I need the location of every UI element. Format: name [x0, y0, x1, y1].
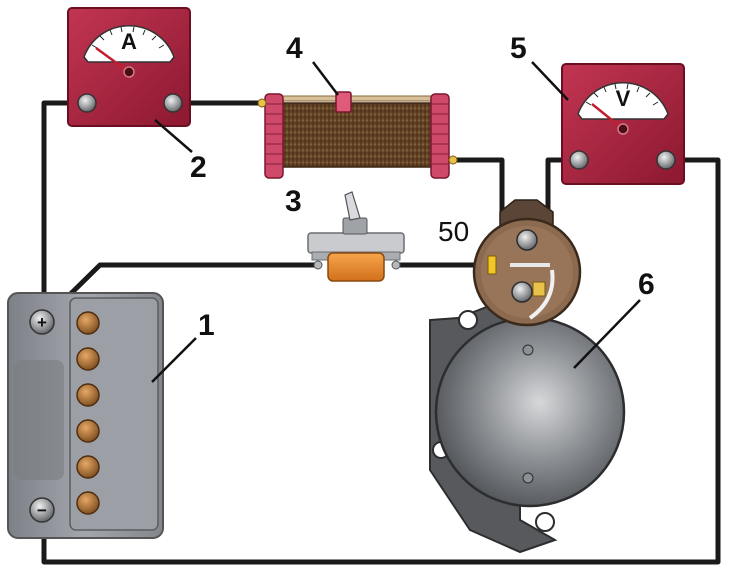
terminal-nut	[29, 497, 55, 523]
flange-bolt-hole	[458, 310, 478, 330]
terminal-nut	[29, 309, 55, 335]
ammeter-letter: A	[121, 29, 137, 54]
end-cover-screw	[522, 472, 534, 484]
voltmeter: V	[531, 61, 685, 185]
battery-cell-cap	[76, 383, 100, 407]
voltmeter-terminal-left	[569, 150, 589, 170]
rheostat-slider	[335, 91, 352, 113]
terminal-nut	[163, 93, 183, 113]
ammeter-terminal-left	[77, 93, 97, 113]
rheostat	[257, 61, 458, 179]
callout-ammeter: 2	[190, 151, 207, 184]
battery: + −	[7, 292, 197, 539]
switch-body	[327, 252, 385, 282]
solenoid-main-terminal-top	[516, 229, 538, 251]
voltmeter-terminal-right	[656, 150, 676, 170]
battery-cell-cap	[76, 419, 100, 443]
end-cover-screw	[522, 344, 534, 356]
callout-switch: 3	[285, 185, 302, 218]
rheostat-coil	[281, 102, 433, 168]
battery-side-panel	[14, 360, 64, 480]
switch-lever	[344, 191, 361, 221]
terminal-nut	[656, 150, 676, 170]
switch-bushing	[342, 217, 368, 235]
leader-line-battery	[151, 337, 197, 383]
leader-line-rheostat	[312, 61, 339, 96]
rheostat-end-cap-left	[264, 93, 284, 179]
terminal-nut	[77, 93, 97, 113]
voltmeter-scale-ticks	[585, 83, 659, 106]
starter-motor	[429, 199, 641, 554]
rheostat-slide-rail	[267, 95, 447, 102]
callout-battery: 1	[198, 309, 215, 342]
battery-positive-terminal: +	[29, 309, 55, 335]
ammeter: A	[67, 7, 193, 153]
wire-voltmeter-to-ground	[41, 157, 721, 565]
battery-negative-terminal: −	[29, 497, 55, 523]
terminal-nut	[569, 150, 589, 170]
rheostat-terminal-left	[257, 98, 267, 108]
ammeter-needle	[95, 46, 130, 74]
switch-screw-left	[313, 260, 323, 270]
solenoid	[472, 199, 582, 327]
rheostat-terminal-right	[448, 155, 458, 165]
leader-line-voltmeter	[531, 61, 569, 101]
rheostat-end-cap-ribs	[265, 103, 449, 165]
switch-screw-right	[391, 260, 401, 270]
battery-cell-cap	[76, 347, 100, 371]
callout-voltmeter: 5	[510, 32, 527, 65]
battery-cell-caps	[76, 311, 100, 515]
ammeter-dial-face	[83, 25, 175, 63]
leader-line-ammeter	[154, 119, 193, 153]
battery-cell-cap	[76, 311, 100, 335]
voltmeter-letter: V	[616, 86, 631, 111]
battery-negative-symbol: −	[37, 501, 47, 520]
battery-cell-cap	[76, 491, 100, 515]
switch-mount-plate	[307, 232, 405, 254]
solenoid-brass-connector	[532, 281, 546, 297]
callout-terminal-50: 50	[438, 216, 469, 247]
ammeter-scale-ticks	[91, 26, 165, 49]
battery-positive-symbol: +	[37, 313, 47, 332]
terminal-50-tab	[487, 255, 497, 275]
solenoid-main-terminal-bottom	[511, 281, 533, 303]
callout-rheostat: 4	[286, 32, 303, 65]
battery-cell-cap	[76, 455, 100, 479]
callout-starter: 6	[638, 268, 655, 301]
voltmeter-needle	[591, 103, 624, 130]
toggle-switch	[307, 191, 405, 282]
leader-line-starter	[573, 299, 641, 369]
flange-bolt-hole	[535, 512, 555, 532]
ammeter-needle-pivot	[123, 66, 135, 78]
voltmeter-needle-pivot	[617, 123, 629, 135]
rheostat-end-cap-right	[430, 93, 450, 179]
ammeter-terminal-right	[163, 93, 183, 113]
solenoid-field-lead	[528, 269, 555, 320]
